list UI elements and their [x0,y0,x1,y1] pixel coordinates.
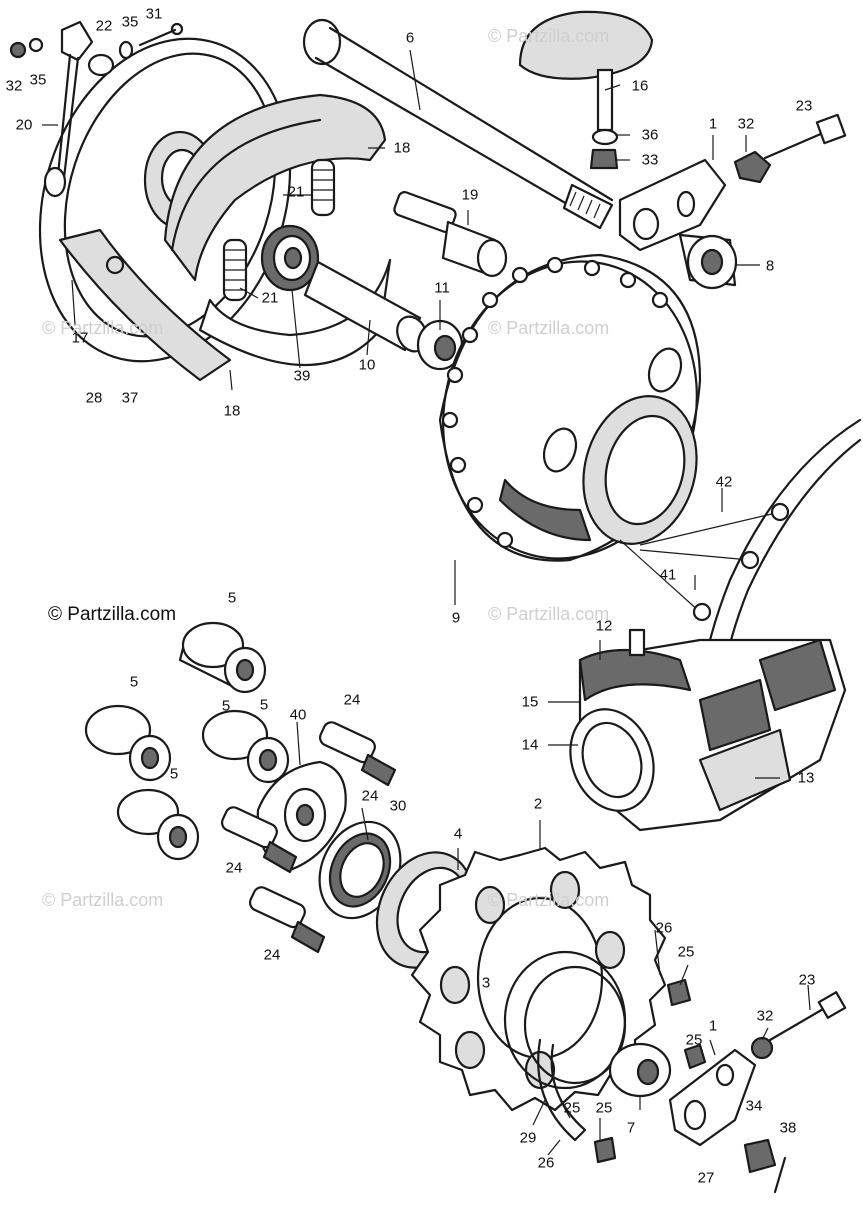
washer-35 [28,37,44,53]
callout-label: 4 [453,825,463,843]
callout-label: 21 [287,183,305,201]
washer-35b [118,40,134,60]
callout-label: 8 [765,257,775,275]
watermark: © Partzilla.com [488,604,610,624]
callout-label: 9 [451,609,461,627]
wheel-hub [438,253,702,562]
chain-adjuster-top [618,158,727,252]
watermark: © Partzilla.com [42,890,164,910]
callout-label: 39 [293,367,311,385]
callout-label: 5 [259,696,269,714]
bearing [260,224,320,292]
callout-label: 35 [29,71,47,89]
callout-label: 22 [95,17,113,35]
callout-label: 32 [756,1007,774,1025]
callout-label: 20 [15,116,33,134]
shaft-19 [393,191,508,278]
axle [302,18,614,230]
callout-label: 31 [145,5,163,23]
callout-label: 26 [655,919,673,937]
spacers-5 [84,621,290,861]
callout-label: 35 [121,13,139,31]
axle-sleeve [303,260,464,371]
callout-label: 24 [361,787,379,805]
bolt-top-23 [763,128,832,160]
callout-label: 5 [221,697,231,715]
copyright-notice: © Partzilla.com [48,604,177,625]
callout-label: 36 [641,126,659,144]
callout-label: 32 [5,77,23,95]
callout-label: 7 [626,1119,636,1137]
callout-label: 5 [227,589,237,607]
studs-24 [220,721,397,954]
nut-top-32 [733,150,772,184]
hardware-bottom [593,978,847,1194]
callout-label: 28 [85,389,103,407]
callout-label: 38 [779,1119,797,1137]
callout-label: 25 [685,1031,703,1049]
callout-label: 16 [631,77,649,95]
callout-label: 10 [358,356,376,374]
callout-label: 2 [533,795,543,813]
callout-label: 1 [708,1017,718,1035]
callout-label: 21 [261,289,279,307]
callout-label: 37 [121,389,139,407]
cam-plate-40 [256,760,347,872]
watermark: © Partzilla.com [488,890,610,910]
watermark: © Partzilla.com [488,318,610,338]
tool-16 [518,10,654,170]
callout-label: 13 [797,769,815,787]
lockplate-3 [503,950,627,1142]
callout-label: 34 [745,1097,763,1115]
callout-label: 26 [537,1154,555,1172]
callout-label: 1 [708,115,718,133]
callout-label: 11 [434,279,450,297]
callout-label: 24 [225,859,243,877]
callout-label: 32 [737,115,755,133]
callout-label: 30 [389,797,407,815]
callout-label: 18 [223,402,241,420]
callout-label: 3 [481,974,491,992]
brake-shoes [163,93,392,366]
collar-8 [678,233,738,290]
watermark: © Partzilla.com [488,26,610,46]
callout-label: 5 [129,673,139,691]
callout-label: 42 [715,473,733,491]
bolt-31 [138,28,177,47]
brake-arm [43,20,94,198]
callout-label: 24 [343,691,361,709]
callout-label: 14 [521,736,539,754]
callout-label: 25 [595,1099,613,1117]
callout-label: 5 [169,765,179,783]
callout-label: 25 [677,943,695,961]
callout-label: 23 [795,97,813,115]
callout-label: 15 [521,693,539,711]
callout-label: 12 [595,617,613,635]
callout-label: 33 [641,151,659,169]
callout-label: 6 [405,29,415,47]
callout-label: 40 [289,706,307,724]
callout-label: 18 [393,139,411,157]
callout-label: 19 [461,186,479,204]
callout-label: 25 [563,1099,581,1117]
callout-label: 29 [519,1129,537,1147]
nut-32 [9,41,27,59]
washer-22 [87,53,115,77]
callout-label: 24 [263,946,281,964]
callout-label: 17 [71,329,89,347]
leader-lines [42,49,811,1156]
springs [222,158,336,302]
callout-label: 41 [659,566,677,584]
ring-30 [318,820,402,920]
tire-section [569,628,847,832]
watermark: © Partzilla.com [42,318,164,338]
sprocket-2 [410,846,667,1112]
callout-label: 23 [798,971,816,989]
callout-label: 27 [697,1169,715,1187]
